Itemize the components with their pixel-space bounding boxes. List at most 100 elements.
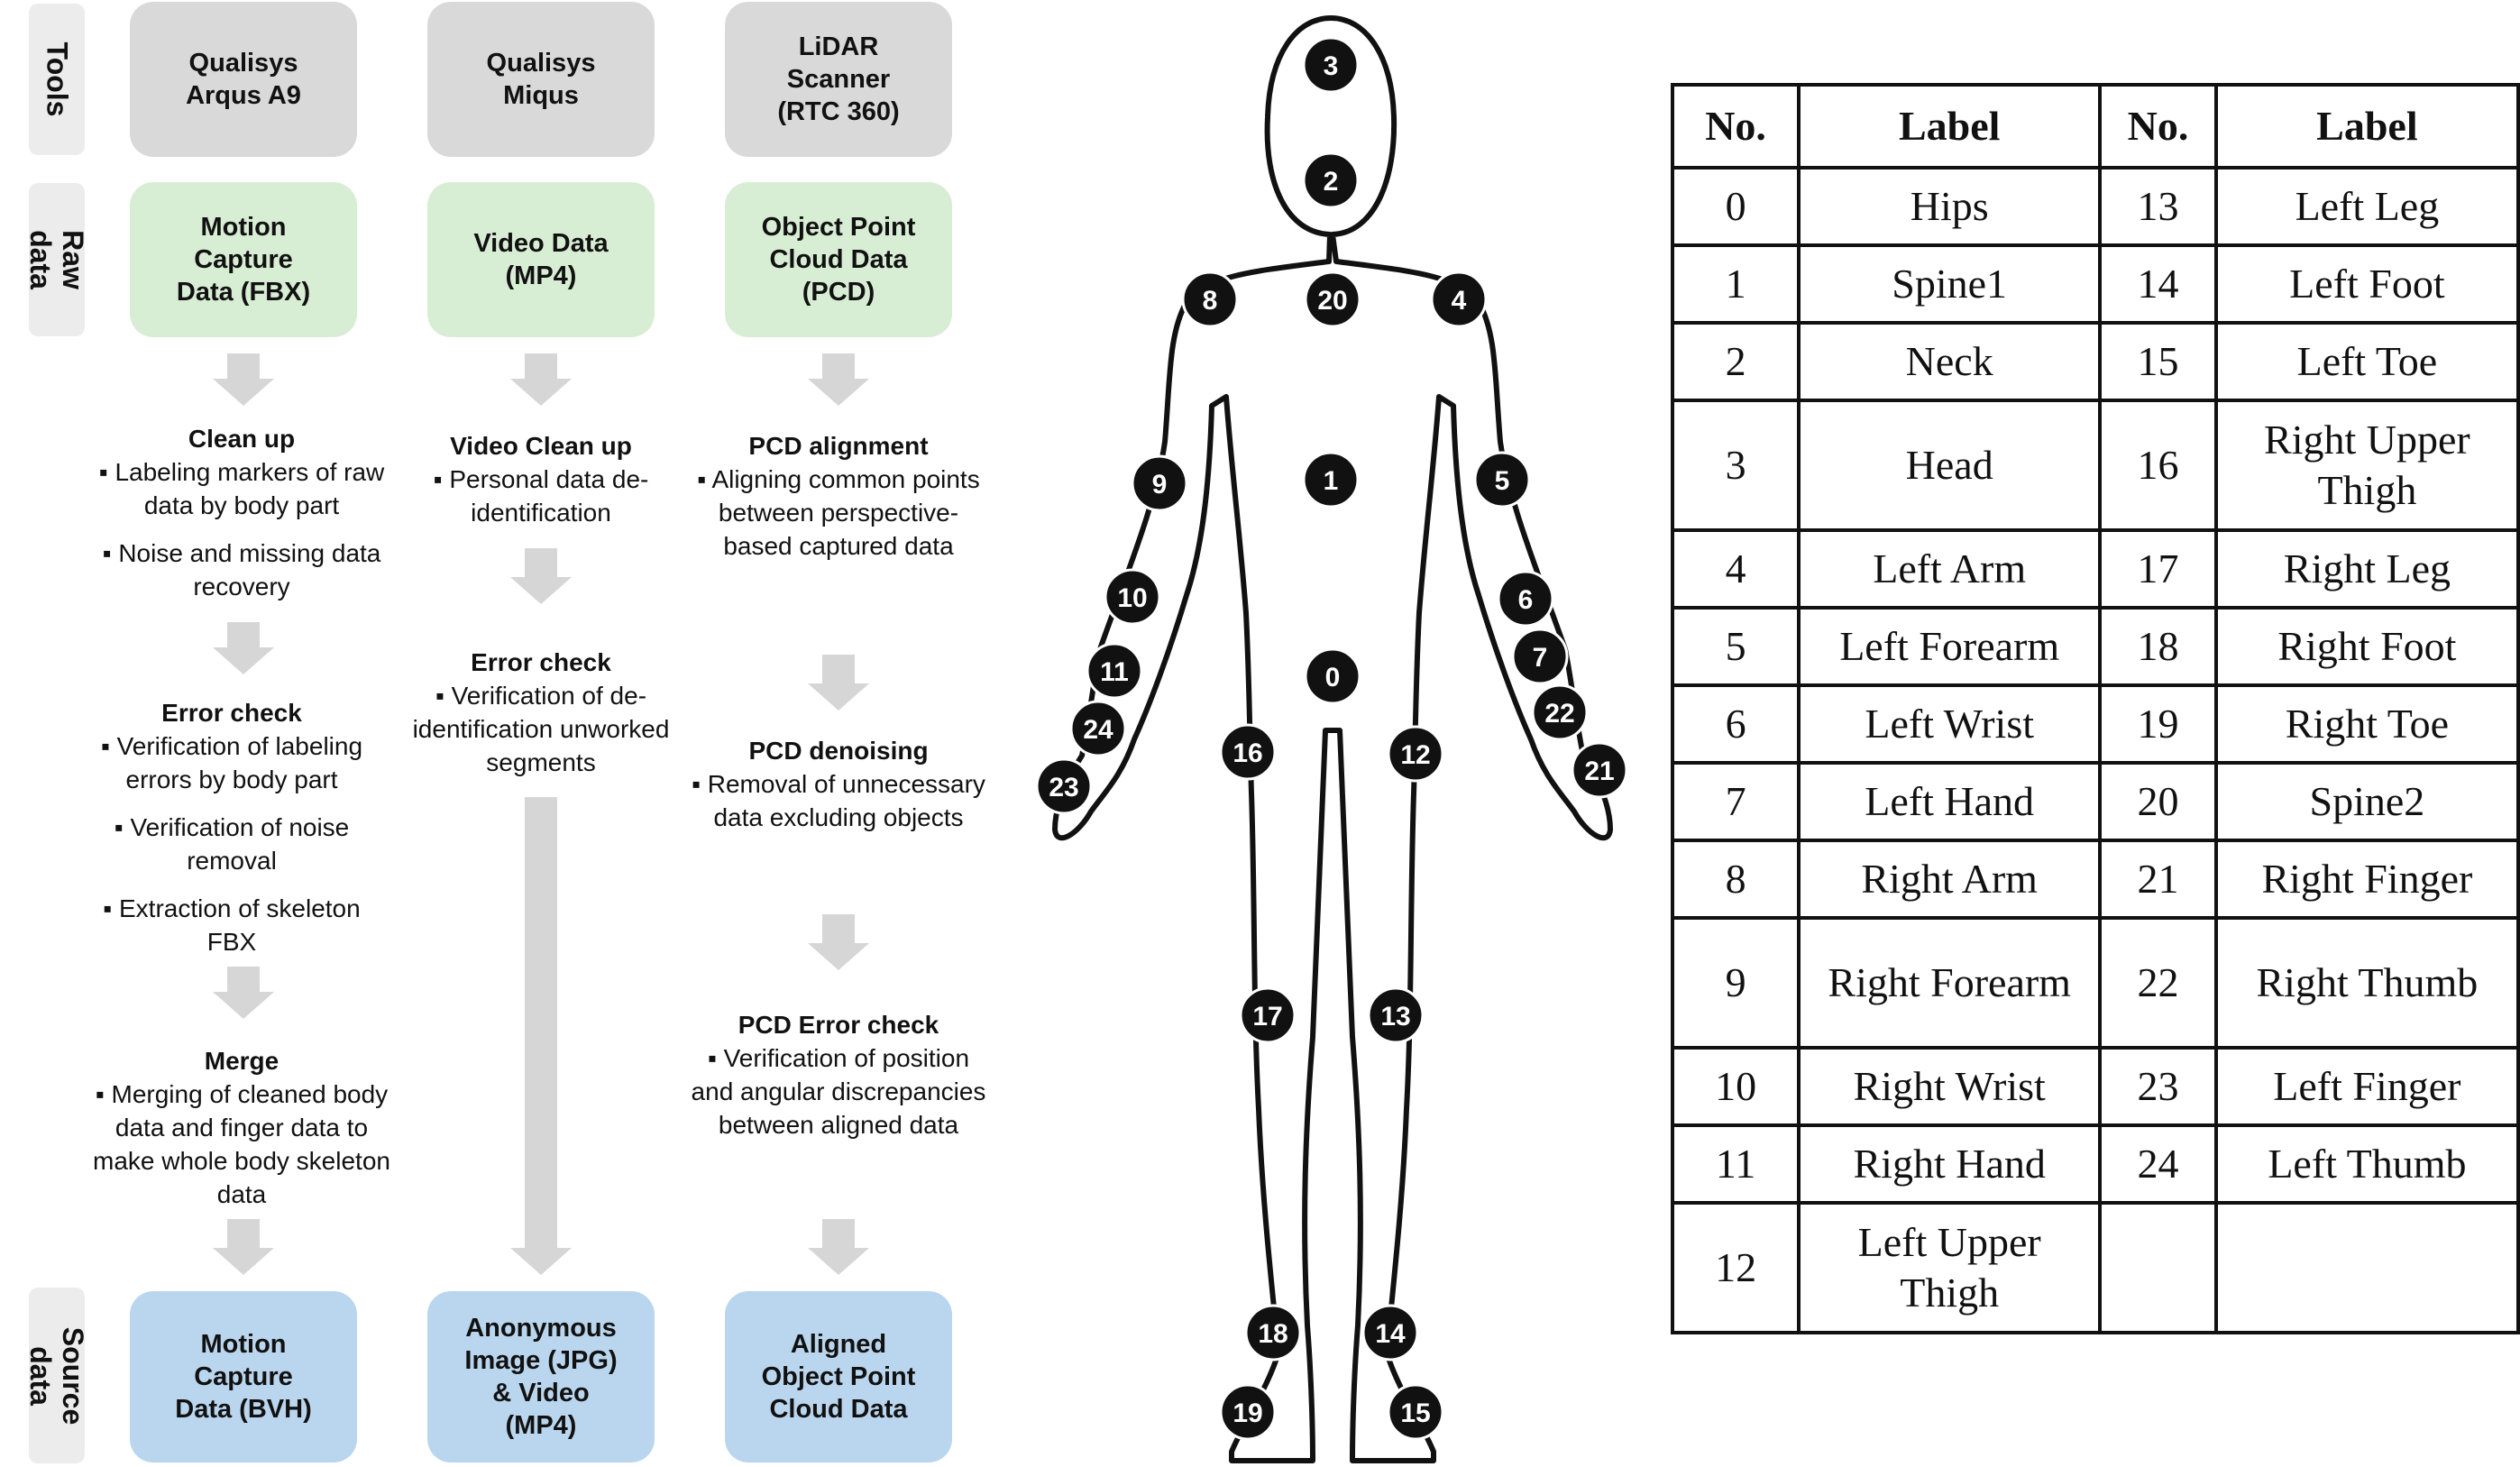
joint-marker-label: 23 [1049, 773, 1078, 802]
joint-marker-label: 8 [1203, 286, 1218, 316]
tool-box-arqus: Qualisys Arqus A9 [130, 2, 357, 157]
table-cell-label: Left Thumb [2213, 1123, 2520, 1205]
source-data-box-bvh: Motion Capture Data (BVH) [130, 1291, 357, 1462]
joint-marker-label: 7 [1533, 643, 1548, 673]
table-cell-no: 17 [2098, 528, 2218, 610]
flow-arrow [808, 914, 869, 970]
table-cell-no: 6 [1670, 683, 1801, 765]
flow-arrow [510, 548, 572, 604]
table-cell-label: Left Toe [2213, 321, 2520, 402]
joint-marker-label: 22 [1544, 699, 1574, 729]
table-cell-label: Right Hand [1797, 1123, 2103, 1205]
joint-marker-22: 22 [1531, 683, 1589, 741]
side-label-tools: Tools [29, 4, 85, 155]
table-cell-no: 9 [1670, 916, 1801, 1050]
step-bullet: ▪ Removal of unnecessary data excluding … [692, 770, 985, 831]
joint-marker-label: 24 [1083, 715, 1113, 745]
table-cell-no: 8 [1670, 839, 1801, 920]
flow-arrow [213, 967, 274, 1019]
joint-marker-label: 15 [1400, 1398, 1430, 1428]
joint-marker-18: 18 [1244, 1304, 1302, 1362]
table-cell-label: Right Wrist [1797, 1046, 2103, 1127]
table-cell-label: Spine2 [2213, 761, 2520, 842]
side-label-source-data: Source data [24, 1288, 89, 1463]
joint-marker-label: 9 [1152, 470, 1168, 500]
table-cell-label: Right Foot [2213, 606, 2520, 687]
joint-marker-label: 20 [1317, 286, 1347, 316]
joint-marker-12: 12 [1387, 725, 1444, 783]
joint-marker-label: 1 [1324, 466, 1339, 496]
step-title: PCD denoising [748, 737, 929, 765]
table-cell-no: 23 [2098, 1046, 2218, 1127]
joint-marker-3: 3 [1302, 36, 1360, 94]
side-label-raw-text: Raw data [24, 230, 90, 289]
step-bullet: ▪ Verification of noise removal [114, 813, 350, 875]
step-bullet: ▪ Personal data de-identification [433, 465, 649, 527]
table-cell-no: 7 [1670, 761, 1801, 842]
joint-marker-label: 6 [1518, 585, 1534, 615]
table-cell-label: Right Leg [2213, 528, 2520, 610]
table-header-label: Label [1797, 83, 2103, 170]
table-cell-label: Left Finger [2213, 1046, 2520, 1127]
joint-marker-2: 2 [1302, 151, 1360, 209]
joint-marker-label: 11 [1100, 657, 1129, 687]
step-bullet: ▪ Noise and missing data recovery [102, 539, 381, 601]
joint-marker-1: 1 [1302, 451, 1360, 509]
joint-marker-7: 7 [1511, 628, 1569, 685]
joint-marker-11: 11 [1086, 642, 1143, 700]
joint-marker-10: 10 [1104, 568, 1161, 626]
step-bullet: ▪ Extraction of skeleton FBX [103, 894, 361, 956]
step-pcd-denoising: PCD denoising ▪ Removal of unnecessary d… [690, 734, 987, 834]
step-bullet: ▪ Verification of labeling errors by bod… [100, 732, 363, 793]
tool-box-miqus: Qualisys Miqus [427, 2, 655, 157]
joint-marker-label: 19 [1233, 1398, 1262, 1428]
step-title: Video Clean up [450, 432, 632, 460]
joint-marker-20: 20 [1304, 270, 1361, 328]
table-cell-label: Right Finger [2213, 839, 2520, 920]
step-bullet: ▪ Aligning common points between perspec… [697, 465, 980, 560]
joint-marker-label: 0 [1325, 663, 1341, 692]
joint-marker-label: 3 [1324, 51, 1339, 81]
step-pcd-error-check: PCD Error check ▪ Verification of positi… [690, 1008, 987, 1142]
table-cell-label: Spine1 [1797, 243, 2103, 325]
table-cell-no [2098, 1201, 2218, 1334]
joint-marker-14: 14 [1361, 1304, 1419, 1362]
joint-marker-5: 5 [1473, 451, 1531, 509]
flow-arrow [213, 622, 274, 674]
source-data-box-aligned: Aligned Object Point Cloud Data [725, 1291, 952, 1462]
table-header-no: No. [1670, 83, 1801, 170]
source-data-box-anonymous: Anonymous Image (JPG) & Video (MP4) [427, 1291, 655, 1462]
table-cell-no: 20 [2098, 761, 2218, 842]
raw-data-box-pcd: Object Point Cloud Data (PCD) [725, 182, 952, 337]
joint-marker-label: 13 [1380, 1002, 1410, 1031]
table-cell-no: 15 [2098, 321, 2218, 402]
joint-marker-17: 17 [1239, 986, 1297, 1044]
step-error-check-2: Error check ▪ Verification of de-identif… [392, 646, 690, 779]
joint-marker-label: 10 [1117, 583, 1147, 613]
joint-marker-label: 2 [1324, 167, 1339, 197]
table-cell-no: 13 [2098, 166, 2218, 247]
table-cell-no: 11 [1670, 1123, 1801, 1205]
table-cell-no: 5 [1670, 606, 1801, 687]
table-cell-no: 2 [1670, 321, 1801, 402]
joint-marker-label: 16 [1233, 738, 1262, 768]
raw-data-box-mp4: Video Data (MP4) [427, 182, 655, 337]
joint-marker-19: 19 [1219, 1383, 1277, 1441]
tool-box-lidar: LiDAR Scanner (RTC 360) [725, 2, 952, 157]
flow-arrow [213, 353, 274, 406]
table-cell-no: 19 [2098, 683, 2218, 765]
joint-marker-label: 14 [1375, 1319, 1406, 1349]
step-bullet: ▪ Verification of position and angular d… [691, 1044, 986, 1139]
table-cell-no: 16 [2098, 399, 2218, 532]
table-cell-no: 1 [1670, 243, 1801, 325]
step-merge: Merge ▪ Merging of cleaned body data and… [93, 1044, 390, 1211]
flow-arrow [213, 1219, 274, 1275]
